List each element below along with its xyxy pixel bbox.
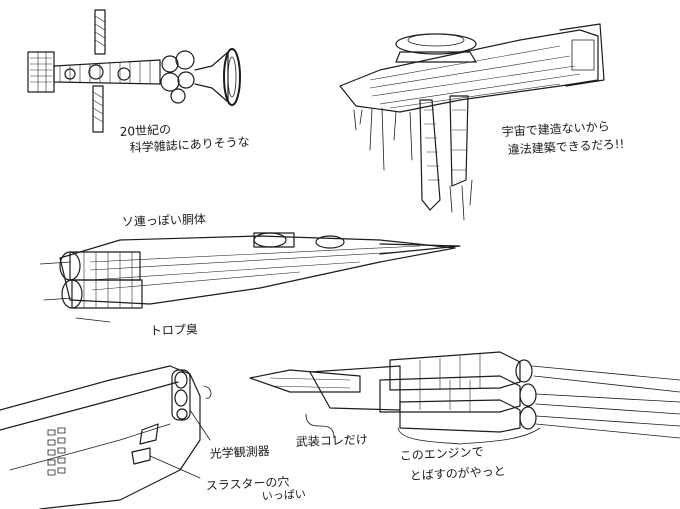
note-ship3-label: トロプ臭 xyxy=(150,321,199,338)
note-ship4-label2: このエンジンで xyxy=(399,445,484,463)
note-detail-label2: スラスターの穴 xyxy=(205,474,289,493)
note-ship4-label1: 武装コレだけ xyxy=(296,432,368,449)
note-detail-label1: 光学観測器 xyxy=(209,443,270,461)
note-ship1-line1: 20世紀の xyxy=(119,122,171,139)
detail-sketch-hull-closeup xyxy=(0,365,212,509)
note-ship2-line2: 違法建築できるだろ!! xyxy=(507,136,624,157)
ship-sketch-soviet-hull xyxy=(39,232,461,323)
note-ship3-title: ソ連っぽい胴体 xyxy=(122,212,206,229)
note-ship2-line1: 宇宙で建造ないから xyxy=(501,118,610,139)
ship-sketch-station xyxy=(27,9,241,133)
note-ship4-label3: とばすのがやっと xyxy=(409,463,506,483)
ship-sketch-engine-cruiser xyxy=(249,351,680,445)
ship-sketch-tower xyxy=(339,23,605,221)
note-ship1-line2: 科学雑誌にありそうな xyxy=(129,134,250,155)
note-detail-label3: いっぱい xyxy=(261,488,306,503)
